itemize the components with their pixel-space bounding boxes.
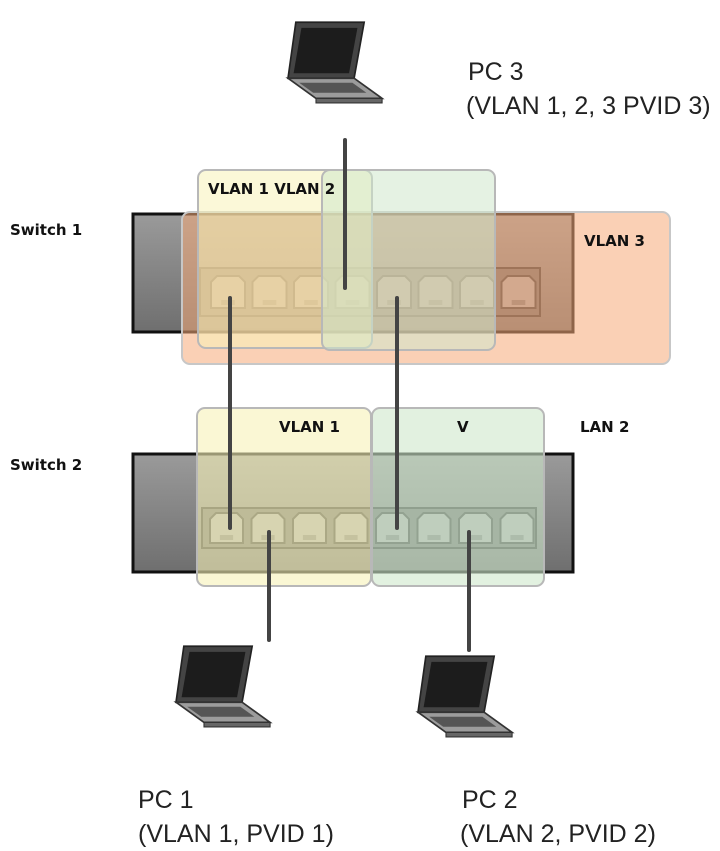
pc-2-detail: (VLAN 2, PVID 2) — [460, 820, 656, 848]
cables — [228, 138, 471, 652]
pc-1-detail: (VLAN 1, PVID 1) — [138, 820, 334, 848]
switch-2-label: Switch 2 — [10, 456, 82, 474]
vlan-2-region-switch-1 — [321, 169, 496, 351]
vlan-2-region-switch-2 — [371, 407, 545, 587]
laptop-icon — [285, 21, 385, 104]
vlan-1-vlan-2-label: VLAN 1 VLAN 2 — [208, 180, 335, 198]
laptop-icon — [415, 655, 515, 738]
vlan-1-label-switch-2: VLAN 1 — [279, 418, 340, 436]
vlan-2-label-part-b: LAN 2 — [580, 418, 629, 436]
laptop-icon — [173, 645, 273, 728]
pc-3-detail: (VLAN 1, 2, 3 PVID 3) — [466, 92, 711, 120]
vlan-2-label-part-a: V — [457, 418, 469, 436]
pc-2-name: PC 2 — [462, 786, 518, 814]
vlan-3-label: VLAN 3 — [584, 232, 645, 250]
pc-3-name: PC 3 — [468, 58, 524, 86]
pc-1-name: PC 1 — [138, 786, 194, 814]
switch-1-label: Switch 1 — [10, 221, 82, 239]
